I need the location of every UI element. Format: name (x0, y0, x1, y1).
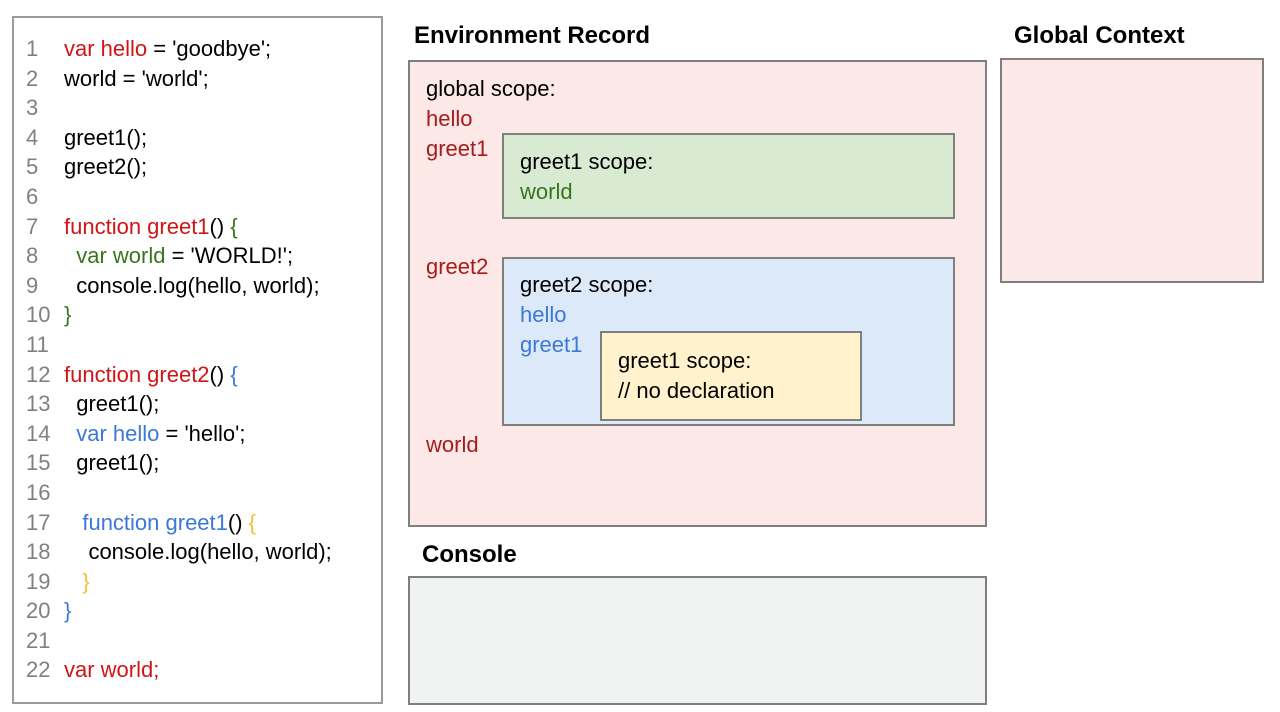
code-line: 16 (14, 478, 381, 508)
code-segment: () (209, 361, 231, 387)
code-segment: function greet2 (64, 361, 210, 387)
code-line: 3 (14, 93, 381, 123)
code-segment: } (64, 598, 72, 624)
global-scope-var-world: world (426, 432, 479, 457)
code-segment (64, 421, 76, 446)
inner-greet1-scope-label: greet1 scope: (618, 348, 752, 373)
line-number: 13 (26, 391, 51, 417)
code-segment: } (82, 568, 90, 594)
line-number: 19 (26, 568, 51, 594)
greet1-scope-box: greet1 scope: world (502, 133, 955, 219)
code-segment: greet2(); (64, 154, 148, 180)
line-number: 22 (26, 657, 51, 683)
global-scope-var-greet2: greet2 (426, 254, 489, 279)
greet2-scope-var-hello: hello (520, 302, 567, 327)
code-line: 4 greet1(); (14, 123, 381, 153)
console-title: Console (422, 541, 517, 568)
line-number: 7 (26, 213, 39, 239)
code-line: 7 function greet1() { (14, 212, 381, 242)
code-line: 18 console.log(hello, world); (14, 537, 381, 567)
code-segment: function greet1 (64, 213, 210, 239)
code-segment: console.log(hello, world); (64, 539, 332, 565)
line-number: 10 (26, 302, 51, 328)
code-segment: } (64, 302, 72, 328)
code-line: 6 (14, 182, 381, 212)
line-number: 15 (26, 450, 51, 476)
line-number: 17 (26, 509, 51, 535)
greet2-scope-label: greet2 scope: (520, 272, 654, 297)
line-number: 6 (26, 183, 39, 209)
code-segment: { (230, 361, 238, 387)
code-line: 9 console.log(hello, world); (14, 271, 381, 301)
code-segment: greet1(); (64, 391, 160, 417)
code-segment: = 'goodbye'; (147, 36, 272, 61)
inner-greet1-scope-comment: // no declaration (618, 378, 775, 403)
line-number: 12 (26, 361, 51, 387)
line-number: 9 (26, 272, 39, 298)
code-line: 1 var hello = 'goodbye'; (14, 34, 381, 64)
line-number: 3 (26, 95, 39, 121)
environment-record-title: Environment Record (414, 22, 651, 49)
line-number: 11 (26, 331, 49, 357)
code-segment: { (230, 213, 238, 239)
line-number: 5 (26, 154, 39, 180)
code-segment (64, 510, 82, 535)
line-number: 16 (26, 479, 51, 505)
code-segment: { (248, 509, 257, 535)
code-segment: greet1(); (64, 450, 160, 476)
code-line: 19 } (14, 567, 381, 597)
code-line: 2 world = 'world'; (14, 64, 381, 94)
global-scope-box: global scope: hello greet1 greet2 world … (408, 60, 987, 527)
greet1-scope-label: greet1 scope: (520, 149, 654, 174)
code-line: 5 greet2(); (14, 152, 381, 182)
global-scope-label: global scope: (426, 76, 556, 101)
global-scope-var-greet1: greet1 (426, 136, 489, 161)
greet2-scope-var-greet1: greet1 (520, 332, 583, 357)
code-line: 11 (14, 330, 381, 360)
line-number: 2 (26, 65, 39, 91)
code-line: 13 greet1(); (14, 389, 381, 419)
code-line: 22 var world; (14, 655, 381, 685)
global-scope-var-hello: hello (426, 106, 473, 131)
code-segment: = 'WORLD!'; (165, 243, 294, 269)
code-segment (64, 243, 76, 268)
line-number: 1 (26, 36, 39, 61)
line-number: 8 (26, 243, 39, 269)
code-line: 21 (14, 626, 381, 656)
code-segment: world = 'world'; (64, 65, 209, 91)
line-number: 21 (26, 627, 51, 653)
global-context-box (1000, 58, 1264, 283)
code-line: 17 function greet1() { (14, 508, 381, 538)
code-segment: console.log(hello, world); (64, 272, 320, 298)
code-segment: = 'hello'; (159, 420, 246, 446)
line-number: 20 (26, 598, 51, 624)
code-segment: greet1(); (64, 124, 148, 150)
greet1-scope-var-world: world (520, 179, 573, 204)
line-number: 14 (26, 420, 51, 446)
line-number: 4 (26, 124, 39, 150)
code-line: 12 function greet2() { (14, 360, 381, 390)
global-context-title: Global Context (1014, 22, 1185, 49)
code-panel: 1 var hello = 'goodbye'; 2 world = 'world';… (12, 16, 383, 704)
code-segment: var hello (76, 420, 160, 446)
code-line: 14 var hello = 'hello'; (14, 419, 381, 449)
code-line: 10} (14, 300, 381, 330)
line-number: 18 (26, 539, 51, 565)
code-segment: var world; (64, 657, 160, 683)
code-segment (64, 569, 82, 594)
code-segment: var hello (64, 36, 148, 61)
code-line: 8 var world = 'WORLD!'; (14, 241, 381, 271)
greet2-scope-box: greet2 scope: hello greet1 greet1 scope:… (502, 257, 955, 426)
code-segment: function greet1 (82, 509, 228, 535)
code-segment: () (209, 213, 231, 239)
console-box (408, 576, 987, 705)
code-segment: var world (76, 243, 166, 269)
code-segment: () (227, 509, 249, 535)
inner-greet1-scope-box: greet1 scope: // no declaration (600, 331, 862, 421)
code-line: 15 greet1(); (14, 448, 381, 478)
code-line: 20} (14, 596, 381, 626)
